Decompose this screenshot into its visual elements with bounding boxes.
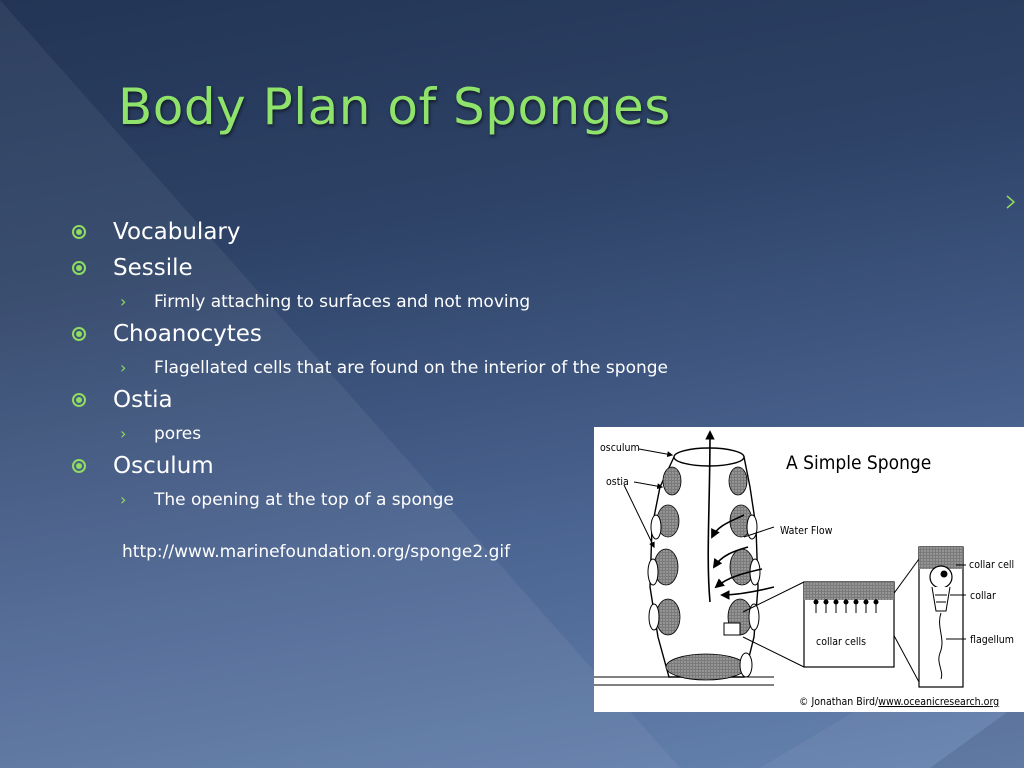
sub-bullet-item: › Flagellated cells that are found on th… <box>70 354 770 384</box>
sub-bullet-item: › The opening at the top of a sponge <box>70 486 770 516</box>
sub-bullet-text: The opening at the top of a sponge <box>154 490 454 510</box>
bullet-dot-icon <box>72 225 86 239</box>
bullet-text: Sessile <box>113 255 193 281</box>
label-ostia: ostia <box>606 476 629 488</box>
bullet-dot-icon <box>72 459 86 473</box>
chevron-right-icon: › <box>120 490 127 509</box>
bullet-item: Sessile <box>70 252 770 288</box>
bullet-text: Vocabulary <box>113 219 241 245</box>
sub-bullet-item: › Firmly attaching to surfaces and not m… <box>70 288 770 318</box>
bullet-dot-icon <box>72 327 86 341</box>
bullet-text: Osculum <box>113 453 214 479</box>
bullet-item: Ostia <box>70 384 770 420</box>
label-collar: collar <box>970 590 996 602</box>
label-water-flow: Water Flow <box>780 525 833 537</box>
source-url-link[interactable]: http://www.marinefoundation.org/sponge2.… <box>122 542 511 562</box>
label-flagellum: flagellum <box>970 634 1014 646</box>
sponge-diagram: A Simple Sponge osculum ostia Water Flow… <box>594 427 1024 712</box>
bullet-item: Choanocytes <box>70 318 770 354</box>
sub-bullet-text: Flagellated cells that are found on the … <box>154 358 668 378</box>
next-slide-arrow-icon[interactable] <box>1005 194 1017 210</box>
chevron-right-icon: › <box>120 358 127 377</box>
svg-text:© Jonathan Bird/www.oceanicres: © Jonathan Bird/www.oceanicresearch.org <box>799 696 999 708</box>
chevron-right-icon: › <box>120 292 127 311</box>
bullet-dot-icon <box>72 393 86 407</box>
sub-bullet-text: pores <box>154 424 202 444</box>
bullet-text: Ostia <box>113 387 173 413</box>
label-collar-cells: collar cells <box>816 636 866 648</box>
label-osculum: osculum <box>600 442 640 454</box>
water-flow-arrows <box>705 430 775 603</box>
label-collar-cell: collar cell <box>969 559 1014 571</box>
collar-cell-inset <box>803 546 966 688</box>
figure-title: A Simple Sponge <box>786 452 931 474</box>
credit-text: © Jonathan Bird/ <box>799 696 879 708</box>
sub-bullet-item: › pores <box>70 420 770 450</box>
chevron-right-icon: › <box>120 424 127 443</box>
bullet-text: Choanocytes <box>113 321 262 347</box>
bullet-list: Vocabulary Sessile › Firmly attaching to… <box>70 216 770 516</box>
slide-title: Body Plan of Sponges <box>118 78 671 136</box>
sub-bullet-text: Firmly attaching to surfaces and not mov… <box>154 292 531 312</box>
bullet-dot-icon <box>72 261 86 275</box>
sponge-body <box>647 447 761 681</box>
credit-link[interactable]: www.oceanicresearch.org <box>878 696 999 708</box>
bullet-item: Vocabulary <box>70 216 770 252</box>
bullet-item: Osculum <box>70 450 770 486</box>
